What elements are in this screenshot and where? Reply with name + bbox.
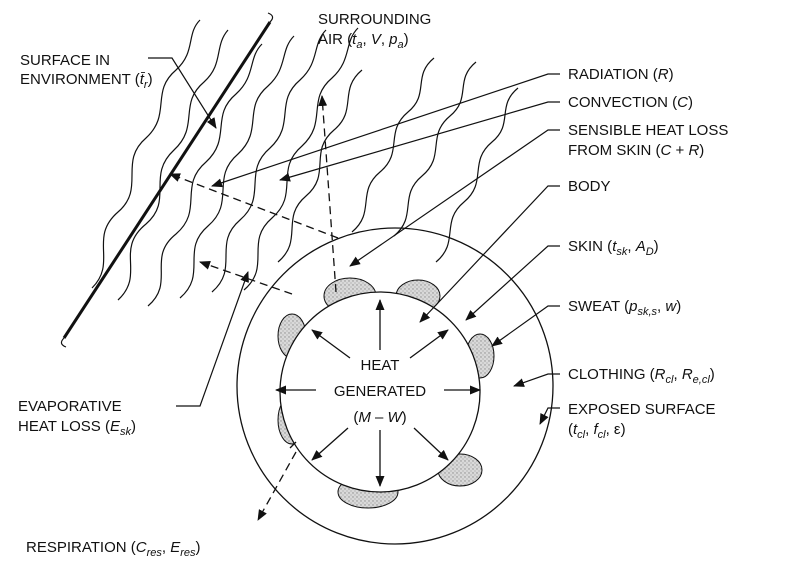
exposed-surface-label-line2: (tcl, fcl, ε) — [568, 421, 626, 441]
heat-generated-arrows — [275, 299, 481, 487]
respiration-label: RESPIRATION (Cres, Eres) — [26, 539, 201, 559]
clothing-label: CLOTHING (Rcl, Re,cl) — [568, 366, 715, 386]
skin-label: SKIN (tsk, AD) — [568, 238, 659, 258]
exposed-surface-label-line1: EXPOSED SURFACE — [568, 401, 716, 418]
radiation-dashed-arrow — [169, 173, 339, 239]
surface-label-line1: SURFACE IN — [20, 52, 110, 69]
convection-label: CONVECTION (C) — [568, 94, 693, 111]
evaporative-label-line1: EVAPORATIVE — [18, 398, 122, 415]
heat-generated-label-line2: GENERATED — [334, 383, 426, 400]
air-label-line2: AIR (ta, V, pa) — [318, 31, 409, 51]
surrounding-air-lines — [91, 19, 519, 307]
sensible-heat-label-line1: SENSIBLE HEAT LOSS — [568, 122, 728, 139]
surface-label-line2: ENVIRONMENT (t̄r) — [20, 71, 153, 91]
clothing-layer — [236, 227, 554, 545]
radiation-label: RADIATION (R) — [568, 66, 674, 83]
air-label-line1: SURROUNDING — [318, 11, 431, 28]
body-label: BODY — [568, 178, 611, 195]
air-dashed-arrow — [318, 95, 337, 293]
environment-surface — [60, 12, 274, 348]
evaporative-label-line2: HEAT LOSS (Esk) — [18, 418, 136, 438]
heat-flow-arrows — [169, 95, 339, 521]
evaporation-dashed-arrow — [199, 261, 293, 295]
respiration-dashed-arrow — [257, 451, 297, 521]
heat-generated-label-line3: (M – W) — [353, 409, 406, 426]
heat-generated-label-line1: HEAT — [361, 357, 400, 374]
labels: SURFACE IN ENVIRONMENT (t̄r) SURROUNDING… — [18, 11, 728, 559]
sweat-label: SWEAT (psk,s, w) — [568, 298, 681, 318]
leader-lines — [148, 57, 560, 425]
sensible-heat-label-line2: FROM SKIN (C + R) — [568, 142, 704, 159]
